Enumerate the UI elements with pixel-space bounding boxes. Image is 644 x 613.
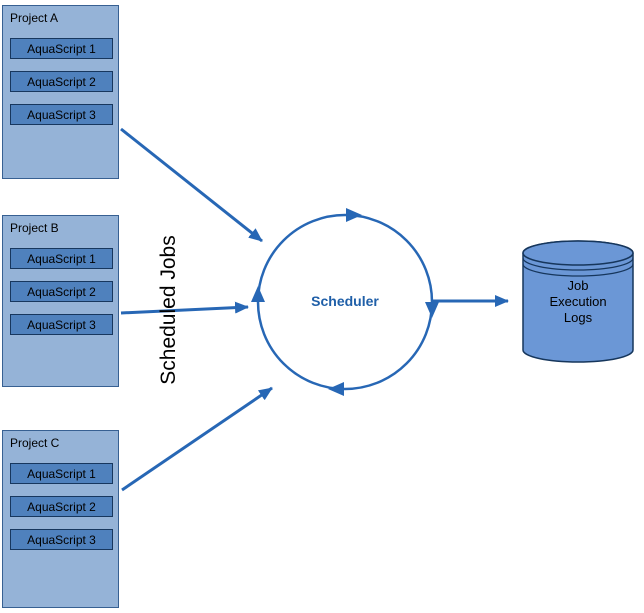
- job-execution-logs-label: Job Execution Logs: [523, 278, 633, 326]
- project-a-box: Project A AquaScript 1 AquaScript 2 Aqua…: [2, 5, 119, 179]
- logs-label-line: Logs: [563, 310, 593, 325]
- scheduled-jobs-label: Scheduled Jobs: [157, 235, 180, 385]
- script-item: AquaScript 3: [10, 314, 113, 335]
- scheduler-label: Scheduler: [311, 293, 379, 309]
- project-c-title: Project C: [10, 436, 60, 450]
- script-item: AquaScript 1: [10, 463, 113, 484]
- cycle-arrowhead-left: [251, 286, 265, 302]
- project-b-title: Project B: [10, 221, 59, 235]
- database-cylinder-icon: [522, 240, 634, 363]
- cycle-arrowhead-bottom: [328, 382, 344, 396]
- project-c-scripts: AquaScript 1 AquaScript 2 AquaScript 3: [3, 463, 118, 550]
- logs-label-line: Execution: [549, 294, 607, 309]
- project-b-scripts: AquaScript 1 AquaScript 2 AquaScript 3: [3, 248, 118, 335]
- script-item: AquaScript 1: [10, 38, 113, 59]
- script-item: AquaScript 3: [10, 529, 113, 550]
- project-a-scripts: AquaScript 1 AquaScript 2 AquaScript 3: [3, 38, 118, 125]
- script-item: AquaScript 2: [10, 71, 113, 92]
- arrow-project-c-to-scheduler: [121, 386, 273, 492]
- script-item: AquaScript 2: [10, 496, 113, 517]
- arrow-project-a-to-scheduler: [120, 127, 263, 243]
- cycle-arrowhead-top: [346, 208, 362, 222]
- project-c-box: Project C AquaScript 1 AquaScript 2 Aqua…: [2, 430, 119, 608]
- cycle-arrowhead-right: [425, 302, 439, 318]
- script-item: AquaScript 1: [10, 248, 113, 269]
- project-a-title: Project A: [10, 11, 59, 25]
- project-b-box: Project B AquaScript 1 AquaScript 2 Aqua…: [2, 215, 119, 387]
- logs-label-line: Job: [567, 278, 589, 293]
- script-item: AquaScript 2: [10, 281, 113, 302]
- script-item: AquaScript 3: [10, 104, 113, 125]
- arrow-project-b-to-scheduler: [120, 301, 249, 315]
